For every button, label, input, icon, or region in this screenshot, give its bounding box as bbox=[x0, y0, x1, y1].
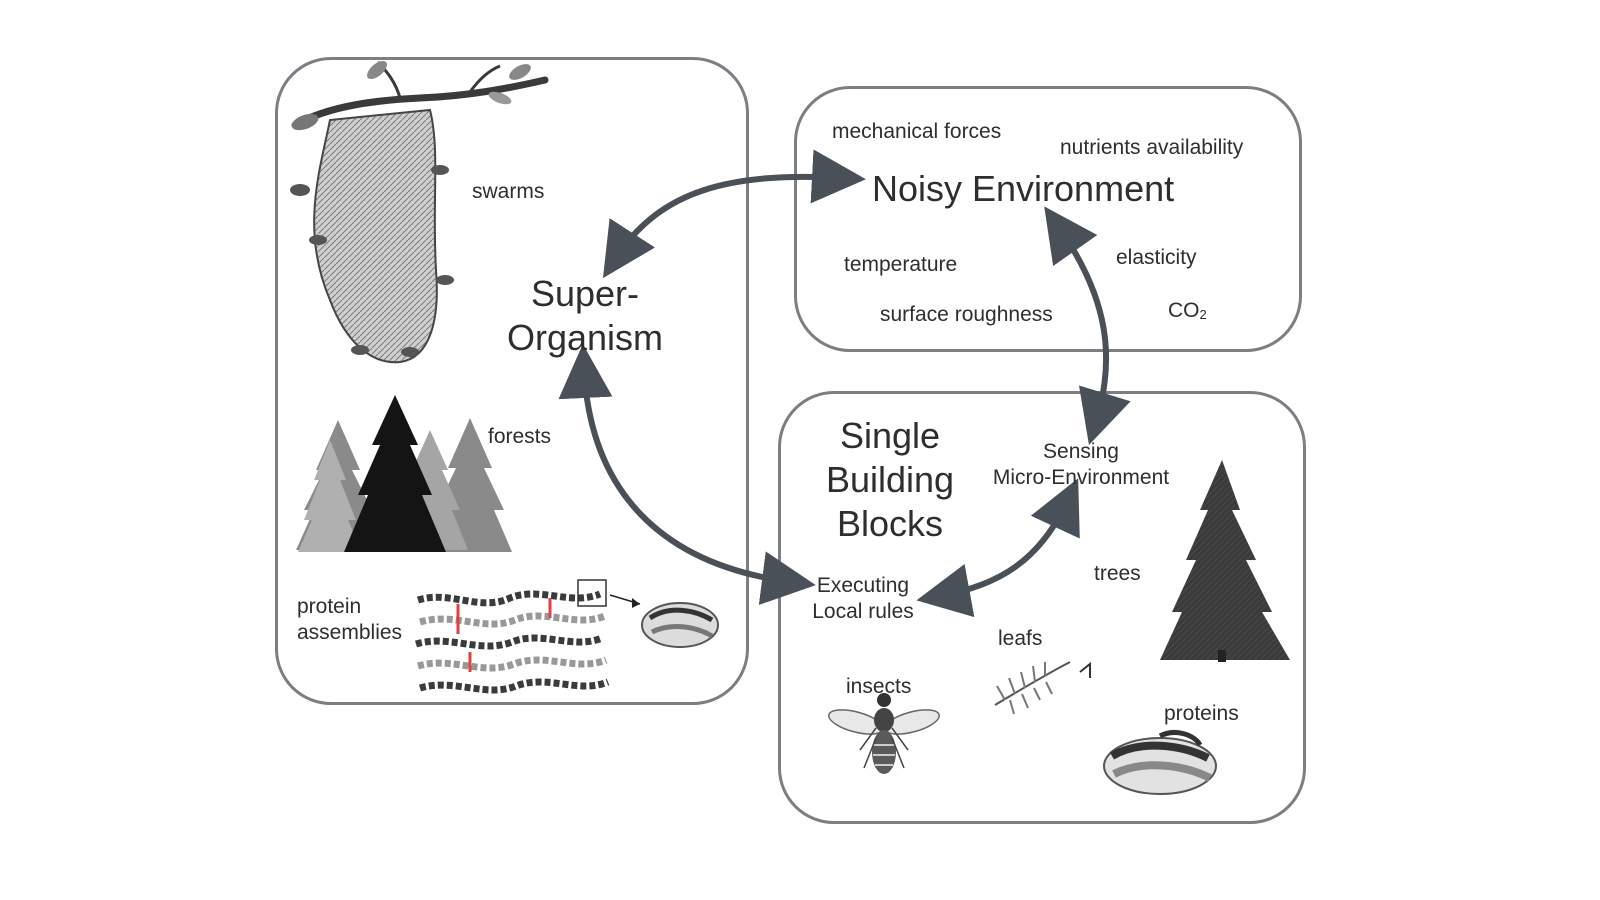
insects-label: insects bbox=[846, 675, 912, 698]
protein-assemblies-line1: protein bbox=[297, 595, 362, 618]
spruce-tree-icon bbox=[1160, 460, 1290, 662]
protein-fibril-icon bbox=[415, 579, 641, 694]
surface-roughness-label: surface roughness bbox=[880, 303, 1053, 326]
bee-swarm-icon bbox=[290, 61, 549, 364]
nutrients-availability-label: nutrients availability bbox=[1060, 136, 1244, 159]
protein-assemblies-label: protein assemblies bbox=[297, 594, 402, 646]
leaf-icon bbox=[994, 661, 1091, 715]
arrow-environment-sensing bbox=[1044, 206, 1131, 445]
sensing-line1: Sensing bbox=[1043, 440, 1119, 463]
co2-label: CO2 bbox=[1168, 299, 1207, 323]
super-organism-title: Super- Organism bbox=[495, 272, 675, 360]
building-blocks-title-line2: Building bbox=[825, 459, 955, 500]
super-organism-title-line2: Organism bbox=[506, 317, 664, 358]
co2-subscript: 2 bbox=[1199, 307, 1207, 322]
sensing-line2: Micro-Environment bbox=[992, 466, 1170, 489]
executing-label: Executing Local rules bbox=[798, 573, 928, 625]
forests-label: forests bbox=[488, 425, 552, 448]
temperature-label: temperature bbox=[844, 253, 958, 276]
mechanical-forces-label: mechanical forces bbox=[832, 120, 1002, 143]
protein-assemblies-line2: assemblies bbox=[297, 621, 403, 644]
leafs-label: leafs bbox=[998, 627, 1043, 650]
co2-main: CO bbox=[1168, 299, 1200, 322]
building-blocks-title-line1: Single bbox=[839, 415, 941, 456]
elasticity-label: elasticity bbox=[1116, 246, 1197, 269]
bee-icon bbox=[828, 693, 940, 774]
protein-fold-icon bbox=[1103, 730, 1217, 795]
arrow-super-organism-executing bbox=[558, 344, 816, 605]
protein-fold-icon bbox=[641, 602, 719, 648]
single-building-blocks-title: Single Building Blocks bbox=[810, 414, 970, 546]
arrow-super-organism-environment bbox=[602, 149, 866, 279]
arrow-sensing-executing bbox=[916, 478, 1080, 618]
trees-label: trees bbox=[1094, 562, 1141, 585]
executing-line2: Local rules bbox=[812, 600, 914, 623]
forest-icon bbox=[296, 395, 512, 552]
executing-line1: Executing bbox=[816, 574, 910, 597]
noisy-environment-title: Noisy Environment bbox=[872, 168, 1175, 209]
sensing-label: Sensing Micro-Environment bbox=[986, 439, 1176, 491]
proteins-label: proteins bbox=[1164, 702, 1239, 725]
building-blocks-title-line3: Blocks bbox=[836, 503, 944, 544]
super-organism-title-line1: Super- bbox=[530, 273, 640, 314]
swarms-label: swarms bbox=[472, 180, 545, 203]
